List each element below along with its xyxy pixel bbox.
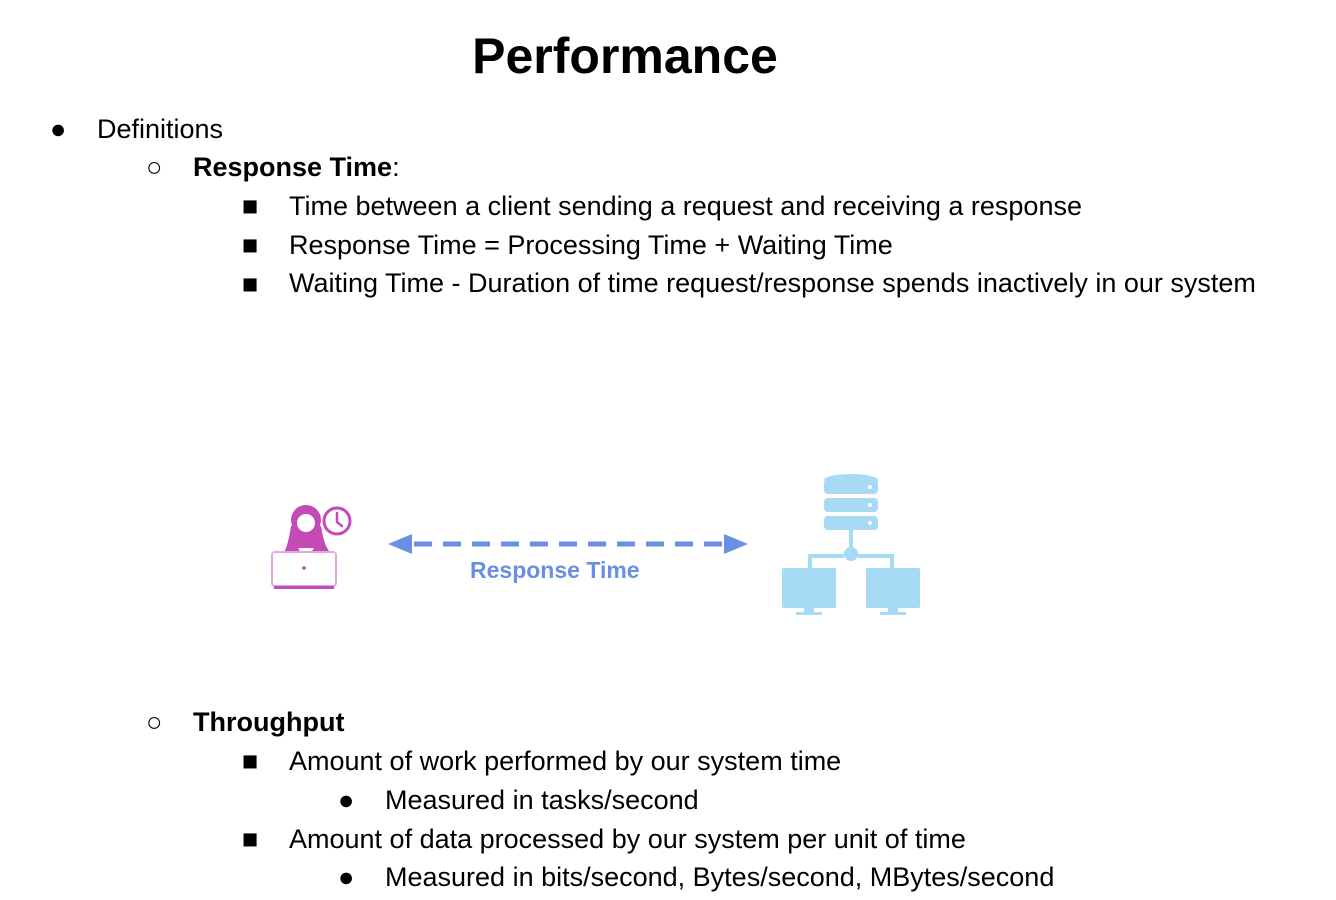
response-time-heading-suffix: : [392, 152, 400, 182]
response-time-heading: Response Time: [193, 151, 400, 183]
rt-item-1: Time between a client sending a request … [289, 191, 1082, 221]
bullet-definitions: ● [50, 114, 67, 144]
bullet-tp-sub-2: ● [338, 862, 355, 892]
clock-icon [322, 506, 352, 536]
response-time-diagram: Response Time [260, 468, 940, 628]
bullet-tp-item-1: ■ [242, 746, 259, 776]
response-time-heading-text: Response Time [193, 152, 393, 182]
page-title: Performance [472, 28, 778, 84]
tp-item-2: Amount of data processed by our system p… [289, 824, 966, 854]
throughput-heading: Throughput [193, 707, 345, 737]
bullet-tp-sub-1: ● [338, 785, 355, 815]
bullet-rt-item-1: ■ [242, 191, 259, 221]
rt-item-2: Response Time = Processing Time + Waitin… [289, 230, 893, 260]
double-arrow-icon [388, 534, 748, 554]
bullet-response-time: ○ [146, 152, 163, 182]
bullet-rt-item-3: ■ [242, 269, 259, 299]
database-network-icon [782, 474, 920, 615]
response-time-diagram-svg [271, 474, 920, 615]
rt-item-3: Waiting Time - Duration of time request/… [289, 268, 1256, 298]
tp-sub-1: Measured in tasks/second [385, 785, 699, 815]
bullet-tp-item-2: ■ [242, 824, 259, 854]
response-time-arrow-label: Response Time [470, 557, 640, 583]
bullet-rt-item-2: ■ [242, 230, 259, 260]
bullet-throughput: ○ [146, 707, 163, 737]
definitions-label: Definitions [97, 114, 224, 144]
tp-sub-2: Measured in bits/second, Bytes/second, M… [385, 862, 1055, 892]
tp-item-1: Amount of work performed by our system t… [289, 746, 842, 776]
client-laptop-icon [271, 505, 337, 589]
